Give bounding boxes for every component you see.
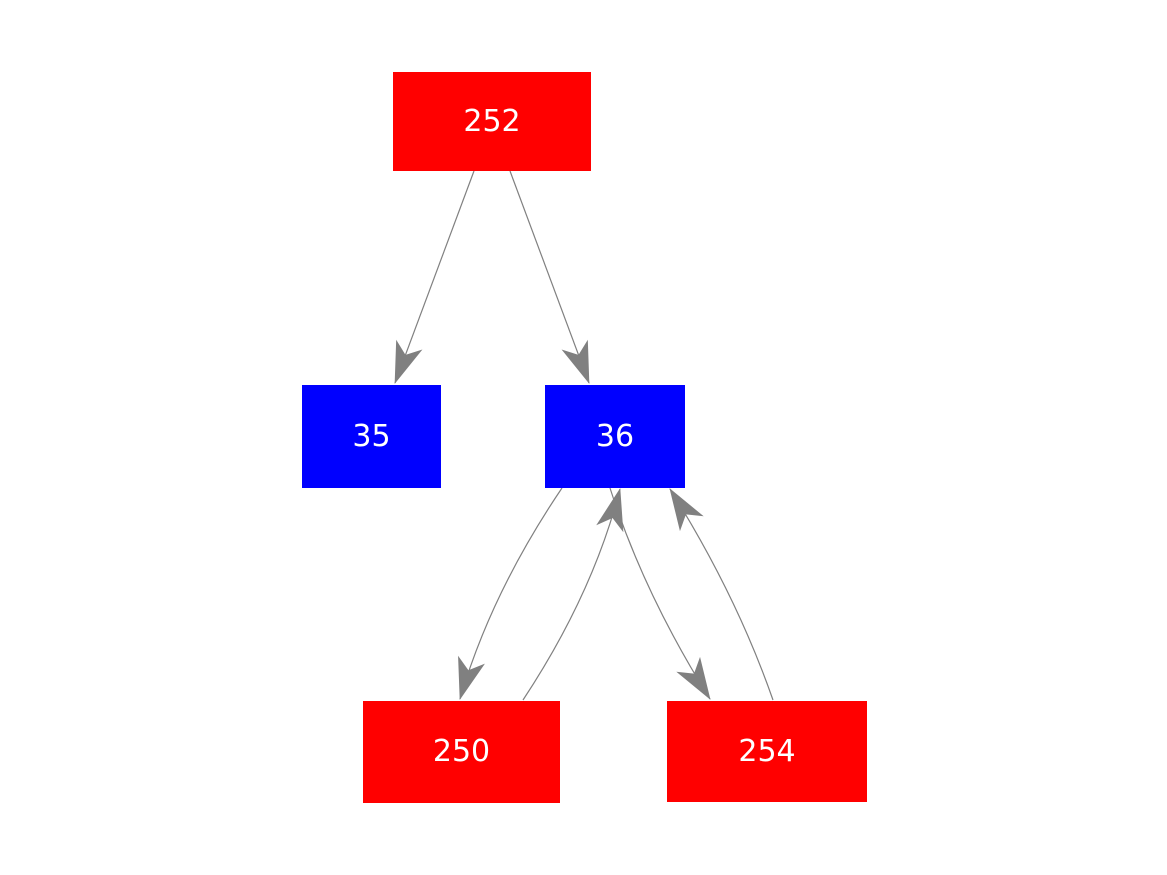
node-label-36: 36: [595, 418, 635, 454]
node-252: 252: [393, 72, 591, 171]
node-label-252: 252: [463, 103, 521, 139]
node-250: 250: [363, 701, 560, 803]
node-label-250: 250: [432, 734, 491, 769]
node-254: 254: [667, 701, 867, 802]
edge-36-to-254: [609, 487, 711, 700]
node-label-254: 254: [738, 733, 796, 769]
edge-250-to-36: [522, 488, 624, 701]
edge-252-to-36: [509, 170, 590, 384]
edge-group: [394, 170, 774, 701]
node-36: 36: [545, 385, 685, 488]
node-label-35: 35: [352, 418, 391, 454]
edge-254-to-36: [669, 488, 774, 701]
edge-252-to-35: [394, 170, 475, 384]
node-35: 35: [302, 385, 441, 488]
edge-36-to-250: [458, 487, 563, 700]
